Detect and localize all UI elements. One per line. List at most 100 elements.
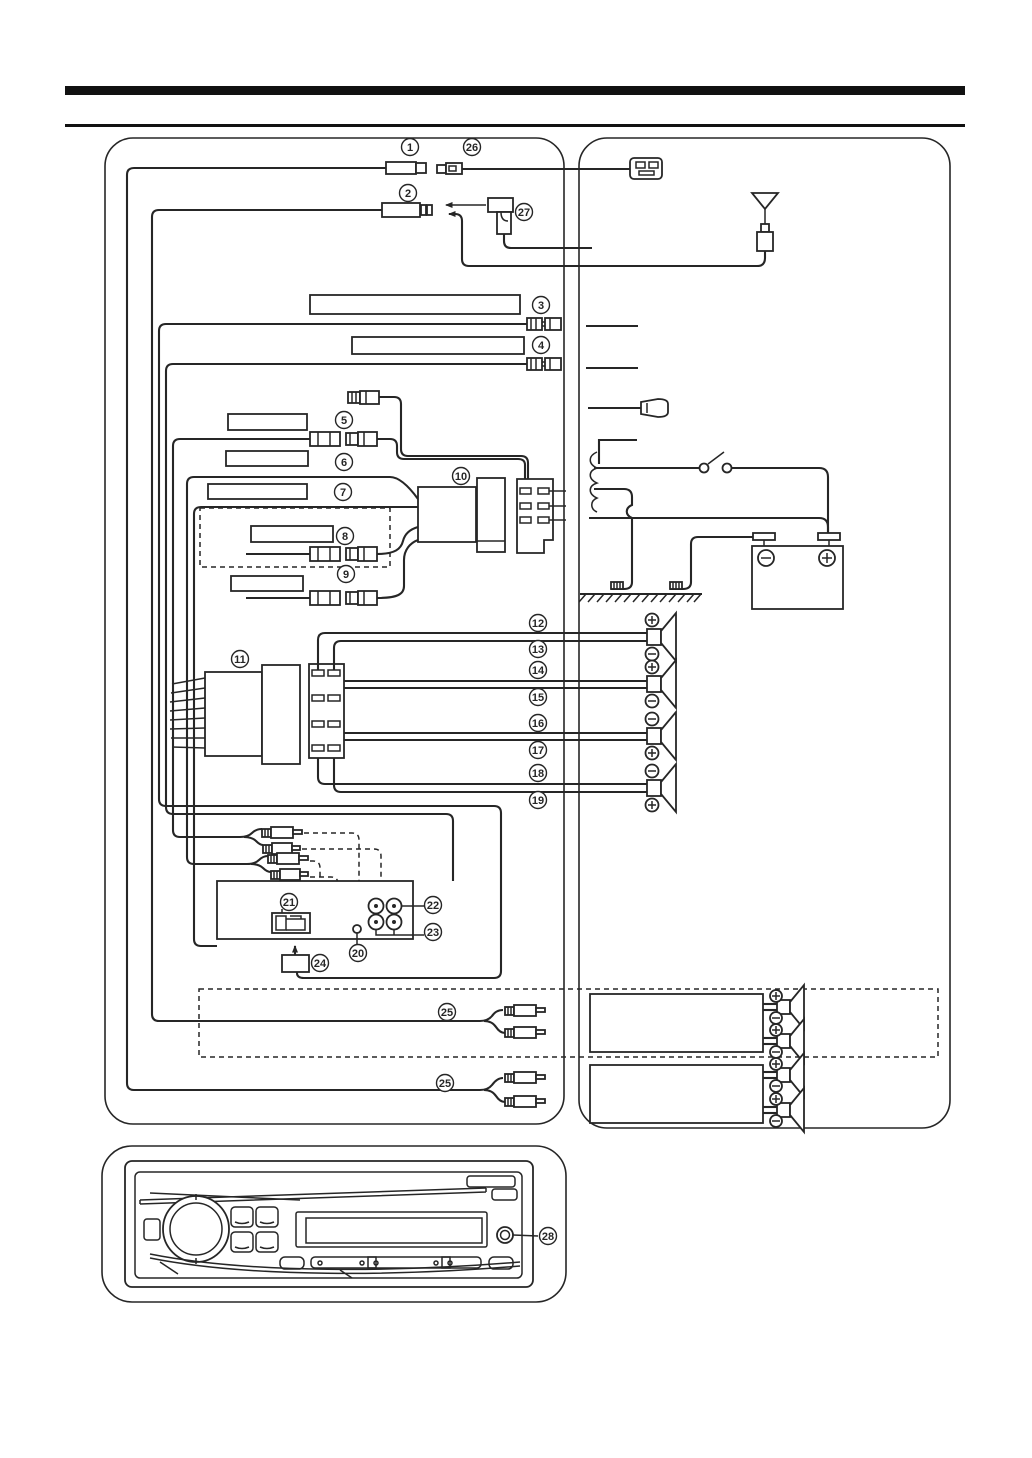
svg-text:6: 6 xyxy=(341,457,347,469)
label-box-3 xyxy=(309,294,521,315)
speaker-icon xyxy=(763,1085,805,1135)
item1-connector xyxy=(385,161,427,175)
amp-box-1 xyxy=(589,993,764,1053)
callout-9: 9 xyxy=(336,564,356,584)
rca-plug-icon xyxy=(504,1095,546,1108)
item27-adapter xyxy=(487,197,592,250)
left-diagram-panel xyxy=(104,137,565,1125)
callout-12: 12 xyxy=(528,613,548,633)
callout-17: 17 xyxy=(528,740,548,760)
label-box-4 xyxy=(351,336,525,355)
item28-button xyxy=(496,1226,539,1244)
speaker-icon xyxy=(644,610,677,664)
ignition-switch-icon xyxy=(698,451,733,474)
rca-extension-25a xyxy=(504,1004,546,1039)
svg-text:23: 23 xyxy=(427,927,439,939)
display-window xyxy=(295,1211,488,1248)
svg-text:28: 28 xyxy=(542,1231,554,1243)
svg-text:5: 5 xyxy=(341,415,347,427)
svg-text:9: 9 xyxy=(343,569,349,581)
label-box-9 xyxy=(230,575,304,592)
item4-connector xyxy=(526,357,562,371)
item8-connector-pair xyxy=(246,525,419,562)
svg-text:20: 20 xyxy=(352,948,364,960)
callout-4: 4 xyxy=(531,335,551,355)
car-antenna-icon xyxy=(750,192,780,252)
svg-text:14: 14 xyxy=(532,665,545,677)
item11-connector xyxy=(169,663,345,765)
svg-text:2: 2 xyxy=(405,188,411,200)
volume-knob-icon xyxy=(162,1194,230,1264)
speaker-icon xyxy=(644,657,677,711)
speaker-icon xyxy=(763,982,805,1032)
head-unit-rear-box xyxy=(216,880,424,973)
callout-25a: 25 xyxy=(437,1002,457,1022)
callout-3: 3 xyxy=(531,295,551,315)
amplifier-boxes xyxy=(589,982,805,1135)
callout-15: 15 xyxy=(528,687,548,707)
svg-text:26: 26 xyxy=(466,142,478,154)
svg-text:24: 24 xyxy=(314,958,327,970)
callout-19: 19 xyxy=(528,790,548,810)
speaker-icon xyxy=(763,1050,805,1100)
callout-8: 8 xyxy=(335,526,355,546)
svg-text:3: 3 xyxy=(538,300,544,312)
rca-plug-icon xyxy=(262,842,301,855)
amp-box-2 xyxy=(589,1064,764,1124)
speaker-icon xyxy=(644,709,677,763)
dock-connector xyxy=(629,157,663,180)
option-dashed-box-2 xyxy=(198,988,939,1058)
callout-6: 6 xyxy=(334,452,354,472)
header-rule xyxy=(65,124,965,127)
bottom-strip xyxy=(149,1253,521,1279)
svg-text:12: 12 xyxy=(532,618,544,630)
head-unit-panel xyxy=(101,1145,567,1303)
item21-connector xyxy=(271,909,311,934)
wire-harness-left xyxy=(125,166,528,1104)
item3-connector xyxy=(526,317,562,331)
rca-jack-icon xyxy=(385,913,403,931)
plus-terminal-icon xyxy=(818,549,836,567)
rca-plug-icon xyxy=(267,852,309,865)
callout-25b: 25 xyxy=(435,1073,455,1093)
item10-iso-connector xyxy=(417,477,566,554)
battery-icon xyxy=(751,532,844,610)
svg-text:10: 10 xyxy=(455,471,467,483)
callout-14: 14 xyxy=(528,660,548,680)
callout-26: 26 xyxy=(462,137,482,157)
svg-text:17: 17 xyxy=(532,745,544,757)
speaker-icon xyxy=(644,761,677,815)
svg-text:7: 7 xyxy=(340,487,346,499)
antenna-cable xyxy=(448,211,767,268)
item20-antenna-socket xyxy=(352,924,362,946)
minus-terminal-icon xyxy=(757,549,775,567)
rca-plug-icon xyxy=(270,868,309,881)
option-dashed-box xyxy=(199,507,391,568)
rca-plug-icon xyxy=(504,1026,546,1039)
svg-text:11: 11 xyxy=(234,654,246,666)
callout-28: 28 xyxy=(538,1226,558,1246)
svg-text:16: 16 xyxy=(532,718,544,730)
preset-buttons xyxy=(230,1206,279,1253)
item26-cable xyxy=(436,157,663,180)
rca-extension-25b xyxy=(504,1071,546,1108)
callout-10: 10 xyxy=(451,466,471,486)
side-button xyxy=(143,1218,161,1241)
callout-27: 27 xyxy=(514,202,534,222)
rca-plug-icon xyxy=(504,1071,546,1084)
svg-text:27: 27 xyxy=(518,207,530,219)
callout-11: 11 xyxy=(230,649,250,669)
svg-text:19: 19 xyxy=(532,795,544,807)
svg-text:1: 1 xyxy=(407,142,413,154)
callout-badges: 1 26 2 27 3 4 5 6 7 10 8 9 11 12 13 14 1… xyxy=(230,137,558,1246)
rca-jack-icon xyxy=(367,913,385,931)
callout-5: 5 xyxy=(334,410,354,430)
rca-plug-icon xyxy=(504,1004,546,1017)
callout-16: 16 xyxy=(528,713,548,733)
callout-24: 24 xyxy=(310,953,330,973)
svg-text:15: 15 xyxy=(532,692,544,704)
label-box-7 xyxy=(207,483,308,500)
header-bar xyxy=(65,86,965,95)
